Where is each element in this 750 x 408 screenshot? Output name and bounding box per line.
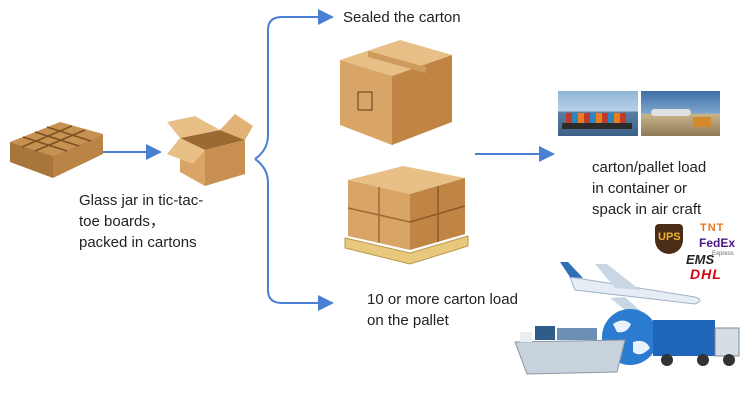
dhl-logo: DHL [690, 266, 722, 282]
cargo-ship-icon [514, 326, 626, 375]
open-carton-image [167, 114, 253, 186]
label-shipping: carton/pallet load in container or spack… [592, 159, 707, 218]
arrow-branch-up [254, 9, 334, 160]
label-pallet: 10 or more carton load on the pallet [367, 291, 518, 329]
ups-logo-text: UPS [658, 231, 681, 243]
arrow-branch-down [254, 158, 334, 311]
transport-collage-image [514, 262, 740, 375]
tic-tac-toe-board-image [10, 122, 103, 178]
container-port-photo [558, 91, 638, 136]
sealed-carton-image [340, 40, 452, 145]
label-start: Glass jar in tic-tac- toe boards， packed… [79, 192, 204, 251]
ups-logo: UPS [655, 224, 683, 254]
truck-icon [653, 320, 740, 366]
pallet-cartons-image [344, 166, 469, 265]
fedex-subtitle: Express [712, 251, 734, 257]
tnt-logo: TNT [700, 222, 725, 234]
ems-logo: EMS [686, 252, 715, 267]
label-sealed: Sealed the carton [343, 9, 461, 26]
fedex-logo: FedEx [699, 236, 736, 250]
airport-cargo-photo [641, 91, 720, 136]
